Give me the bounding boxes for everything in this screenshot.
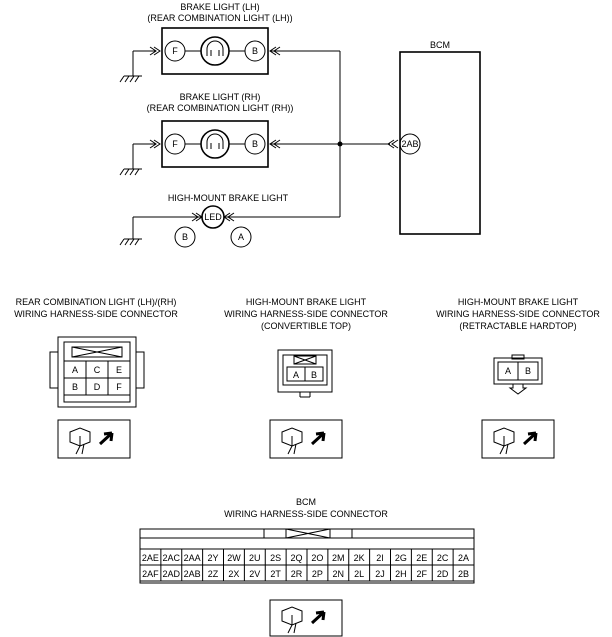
rear-pin-b: B	[72, 382, 78, 392]
bcm-pin-cell: 2D	[437, 569, 449, 579]
bcm-pin-cell: 2U	[249, 553, 261, 563]
brake-lh-subtitle: (REAR COMBINATION LIGHT (LH))	[147, 13, 292, 23]
convertible-line1: HIGH-MOUNT BRAKE LIGHT	[246, 297, 367, 307]
bcm-pin-cell: 2AB	[184, 569, 201, 579]
convertible-pin-a: A	[293, 370, 299, 380]
bcm-connector: BCM WIRING HARNESS-SIDE CONNECTOR 2AE 2AC…	[139, 497, 475, 637]
high-mount-brake-light: HIGH-MOUNT BRAKE LIGHT LED B A	[119, 193, 340, 248]
bcm-connector-subtitle: WIRING HARNESS-SIDE CONNECTOR	[224, 509, 388, 519]
bcm-pin-cell: 2W	[227, 553, 241, 563]
bcm-pin-cell: 2Z	[208, 569, 219, 579]
bcm-pin-cell: 2P	[312, 569, 323, 579]
rear-combination-connector: REAR COMBINATION LIGHT (LH)/(RH) WIRING …	[14, 297, 178, 459]
bcm-pin-cell: 2B	[458, 569, 469, 579]
high-mount-pin-a-label: A	[238, 232, 244, 242]
high-mount-title: HIGH-MOUNT BRAKE LIGHT	[168, 193, 289, 203]
bcm-pin-cell: 2O	[311, 553, 323, 563]
bcm-pin-cell: 2H	[395, 569, 407, 579]
brake-rh-pin-b-label: B	[252, 139, 258, 149]
hardtop-line1: HIGH-MOUNT BRAKE LIGHT	[458, 297, 579, 307]
convertible-pin-b: B	[311, 370, 317, 380]
bcm-pin-cell: 2E	[416, 553, 427, 563]
junction-dot	[337, 141, 343, 147]
bcm-connector-title: BCM	[296, 497, 316, 507]
connector-view-icon	[481, 419, 555, 459]
ground-icon	[119, 168, 142, 176]
bcm-pin-cell: 2Y	[208, 553, 219, 563]
brake-light-lh: BRAKE LIGHT (LH) (REAR COMBINATION LIGHT…	[119, 2, 340, 83]
high-mount-pin-b-label: B	[182, 232, 188, 242]
led-label: LED	[204, 212, 222, 222]
brake-rh-box	[161, 120, 269, 168]
bcm-pin-cell: 2C	[437, 553, 449, 563]
bcm-pin-cell: 2F	[417, 569, 428, 579]
high-mount-convertible-connector: HIGH-MOUNT BRAKE LIGHT WIRING HARNESS-SI…	[224, 297, 388, 459]
bcm-pin-cell: 2T	[270, 569, 281, 579]
bcm-pin-2ab	[399, 133, 421, 155]
brake-rh-title: BRAKE LIGHT (RH)	[180, 92, 261, 102]
hardtop-pin-a: A	[505, 366, 511, 376]
bcm-pin-cell: 2R	[291, 569, 303, 579]
connector-view-icon	[269, 599, 343, 637]
connector-view-icon	[57, 419, 131, 459]
hardtop-pin-b: B	[525, 366, 531, 376]
bcm-pin-cell: 2G	[395, 553, 407, 563]
bcm-pin-cell: 2N	[333, 569, 345, 579]
ground-icon	[119, 238, 142, 246]
bcm-pin-cell: 2AE	[142, 553, 159, 563]
bcm-pin-cell: 2AA	[184, 553, 201, 563]
bcm-pin-cell: 2X	[228, 569, 239, 579]
brake-light-rh: BRAKE LIGHT (RH) (REAR COMBINATION LIGHT…	[119, 92, 390, 176]
brake-lh-pin-f-label: F	[172, 46, 178, 56]
hardtop-line2: WIRING HARNESS-SIDE CONNECTOR	[436, 309, 600, 319]
brake-rh-pin-f-label: F	[172, 139, 178, 149]
rear-pin-e: E	[116, 365, 122, 375]
rear-pin-c: C	[94, 365, 101, 375]
bcm-pin-cell: 2I	[376, 553, 384, 563]
ground-icon	[119, 75, 142, 83]
connector-view-icon	[269, 419, 343, 459]
bcm-title: BCM	[430, 40, 450, 50]
bcm-pin-cell: 2AD	[163, 569, 181, 579]
bcm-pin-cell: 2V	[249, 569, 260, 579]
brake-lh-title: BRAKE LIGHT (LH)	[180, 2, 259, 12]
high-mount-hardtop-connector: HIGH-MOUNT BRAKE LIGHT WIRING HARNESS-SI…	[436, 297, 600, 459]
brake-rh-subtitle: (REAR COMBINATION LIGHT (RH))	[147, 103, 294, 113]
bcm-module: BCM 2AB	[387, 40, 481, 235]
high-mount-pin-a	[230, 226, 252, 248]
hardtop-line3: (RETRACTABLE HARDTOP)	[459, 321, 576, 331]
rear-connector-subtitle: WIRING HARNESS-SIDE CONNECTOR	[14, 309, 178, 319]
bcm-pin-2ab-label: 2AB	[401, 139, 418, 149]
bcm-pin-cell: 2A	[458, 553, 469, 563]
bulb-icon	[200, 36, 230, 66]
convertible-line3: (CONVERTIBLE TOP)	[261, 321, 351, 331]
bulb-icon	[200, 129, 230, 159]
high-mount-pin-b	[174, 226, 196, 248]
rear-connector-title: REAR COMBINATION LIGHT (LH)/(RH)	[16, 297, 177, 307]
brake-lh-box	[161, 27, 269, 75]
rear-pin-d: D	[94, 382, 101, 392]
bcm-pin-cell: 2S	[270, 553, 281, 563]
bcm-pin-cell: 2AF	[142, 569, 159, 579]
rear-pin-f: F	[116, 382, 122, 392]
bcm-pin-cell: 2L	[354, 569, 364, 579]
bcm-pin-cell: 2M	[332, 553, 345, 563]
convertible-line2: WIRING HARNESS-SIDE CONNECTOR	[224, 309, 388, 319]
bcm-pin-cell: 2AC	[163, 553, 181, 563]
bcm-pin-cell: 2K	[354, 553, 365, 563]
bcm-pin-cell: 2Q	[291, 553, 303, 563]
bcm-pin-cell: 2J	[375, 569, 385, 579]
brake-lh-pin-b-label: B	[252, 46, 258, 56]
rear-pin-a: A	[72, 365, 78, 375]
